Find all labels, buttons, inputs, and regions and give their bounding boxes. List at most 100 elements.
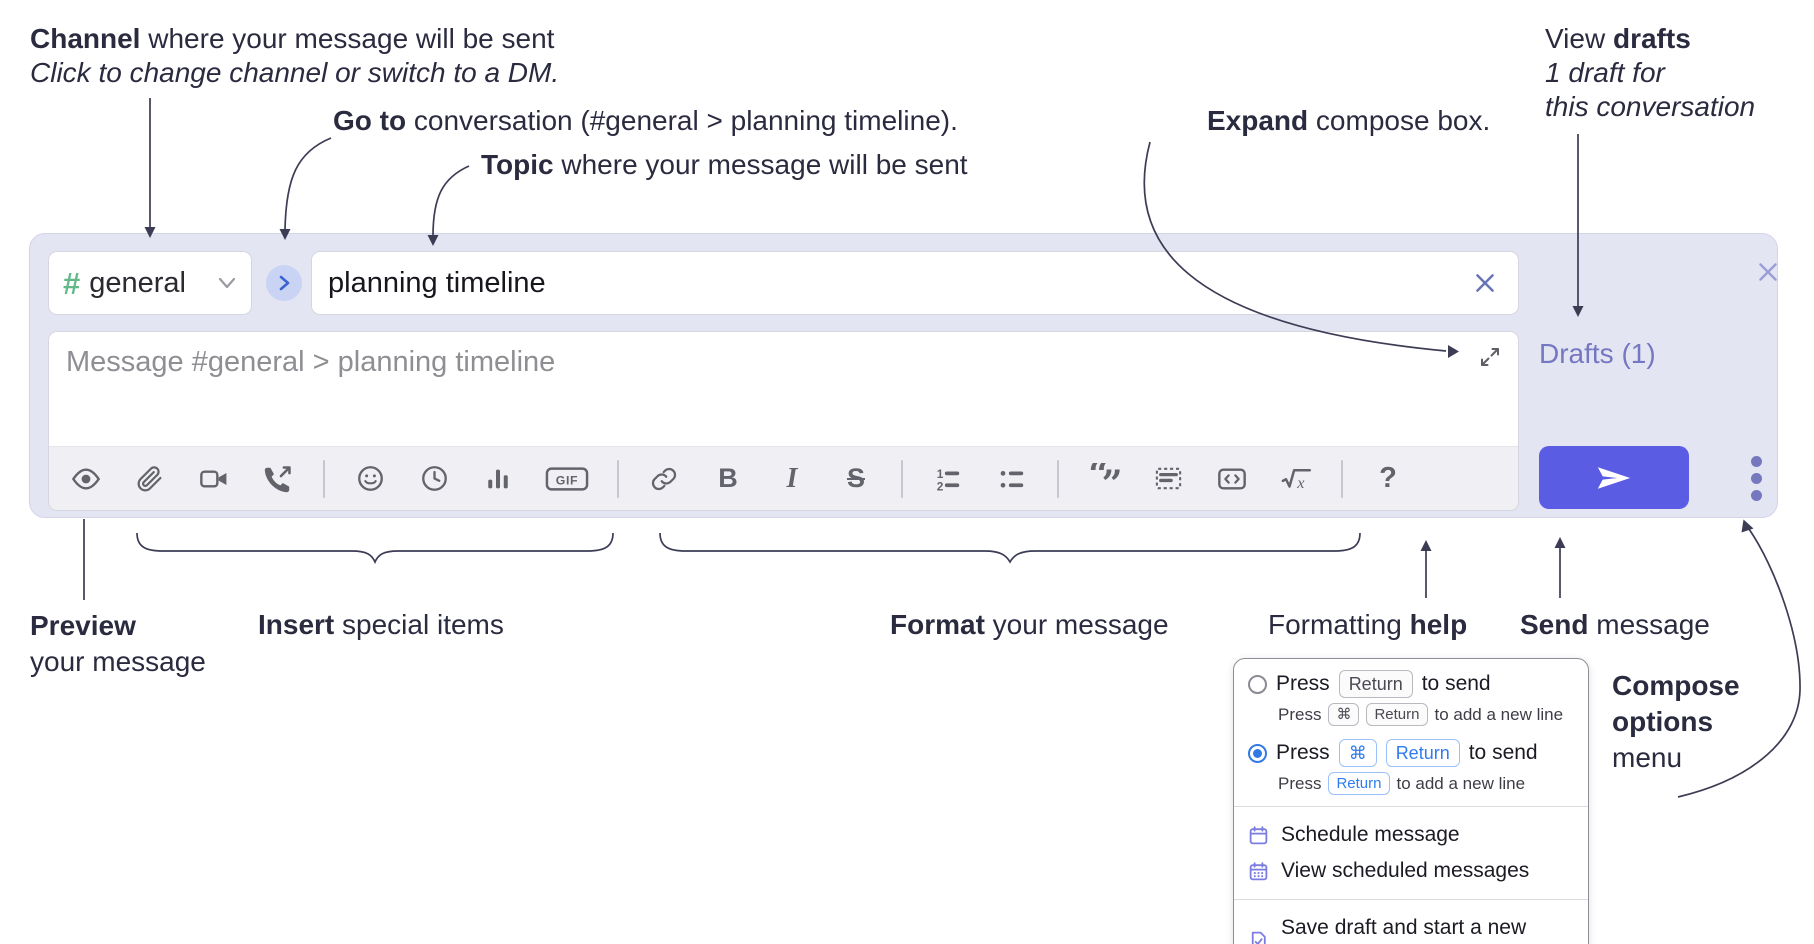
svg-text:2: 2: [937, 479, 944, 493]
annotation-channel: Channel where your message will be sent …: [30, 22, 559, 90]
compose-options-menu: Press Return to send Press ⌘ Return to a…: [1233, 658, 1589, 944]
expand-compose-button[interactable]: [1476, 343, 1504, 371]
poll-button[interactable]: [479, 456, 517, 502]
annotation-send: Send message: [1520, 609, 1710, 640]
math-button[interactable]: x: [1277, 456, 1315, 502]
svg-text:GIF: GIF: [556, 473, 578, 487]
send-shortcut-option-enter[interactable]: Press Return to send: [1248, 670, 1574, 698]
gif-icon: GIF: [545, 466, 589, 491]
smiley-icon: [357, 466, 383, 491]
svg-text:“: “: [1088, 463, 1109, 495]
kbd-return: Return: [1328, 772, 1390, 795]
ellipsis-dot: [1750, 472, 1762, 484]
annotation-insert: Insert special items: [258, 609, 504, 640]
send-shortcut-option-enter-sub: Press ⌘ Return to add a new line: [1278, 703, 1574, 726]
connector-topic: [432, 165, 470, 237]
code-button[interactable]: [1213, 456, 1251, 502]
brace-insert: [136, 532, 614, 565]
annotation-preview: Preview your message: [30, 610, 206, 677]
menu-item-save-draft[interactable]: Save draft and start a new message: [1248, 911, 1574, 944]
send-shortcut-option-cmd-enter-sub: Press Return to add a new line: [1278, 772, 1574, 795]
annotation-view-drafts: View drafts 1 draft for this conversatio…: [1545, 23, 1756, 122]
menu-divider: [1234, 899, 1588, 900]
math-sqrt-icon: x: [1281, 468, 1311, 491]
strikethrough-icon: S: [846, 463, 865, 493]
chevron-down-icon: [218, 277, 236, 289]
phone-call-icon: [264, 465, 291, 492]
radio-unselected[interactable]: [1248, 674, 1267, 694]
annotation-topic: Topic where your message will be sent: [481, 149, 968, 180]
bulleted-list-button[interactable]: [993, 456, 1031, 502]
svg-text:x: x: [1296, 473, 1305, 491]
calendar-grid-icon: [1249, 861, 1268, 880]
link-icon: [651, 467, 677, 490]
menu-item-view-scheduled[interactable]: View scheduled messages: [1248, 854, 1574, 888]
eye-icon: [71, 467, 101, 490]
close-compose-button[interactable]: [1753, 257, 1783, 287]
message-input[interactable]: [49, 332, 1518, 446]
question-mark-icon: ?: [1379, 462, 1397, 494]
ellipsis-dot: [1750, 455, 1762, 467]
draft-check-icon: [1251, 931, 1266, 944]
gif-button[interactable]: GIF: [543, 456, 591, 502]
expand-diagonal-icon: [1481, 348, 1499, 366]
channel-selector[interactable]: # general: [48, 251, 252, 315]
send-shortcut-option-cmd-enter[interactable]: Press ⌘ Return to send: [1248, 739, 1574, 767]
attach-file-button[interactable]: [131, 456, 169, 502]
send-icon: [1597, 466, 1631, 489]
radio-selected[interactable]: [1248, 743, 1267, 763]
spoiler-button[interactable]: [1149, 456, 1187, 502]
brace-format: [659, 532, 1361, 564]
compose-box: # general: [29, 233, 1778, 518]
send-button[interactable]: [1539, 446, 1689, 509]
menu-item-schedule-message[interactable]: Schedule message: [1248, 818, 1574, 852]
kbd-return: Return: [1338, 670, 1413, 698]
goto-conversation-button[interactable]: [266, 265, 302, 301]
formatting-help-button[interactable]: ?: [1369, 456, 1407, 502]
code-icon: [1218, 467, 1246, 490]
paperclip-icon: [137, 465, 162, 491]
annotation-goto: Go to conversation (#general > planning …: [333, 105, 958, 136]
kbd-return: Return: [1366, 703, 1428, 726]
quote-icon: “ ”: [1088, 463, 1121, 495]
preview-button[interactable]: [67, 456, 105, 502]
message-area: GIF B I: [48, 331, 1519, 511]
connector-goto: [284, 137, 332, 231]
calendar-icon: [1249, 825, 1268, 844]
quote-button[interactable]: “ ”: [1085, 456, 1123, 502]
toolbar-divider: [1057, 459, 1059, 498]
toolbar-divider: [617, 459, 619, 498]
ellipsis-dot: [1750, 489, 1762, 501]
italic-button[interactable]: I: [773, 456, 811, 502]
schedule-time-button[interactable]: [415, 456, 453, 502]
kbd-cmd: ⌘: [1328, 703, 1360, 726]
bulleted-list-icon: [1000, 470, 1024, 488]
numbered-list-button[interactable]: 1 2: [929, 456, 967, 502]
annotation-compose-options: Compose options menu: [1612, 670, 1740, 773]
spoiler-icon: [1155, 467, 1181, 490]
annotation-channel-bold: Channel: [30, 23, 141, 54]
video-call-button[interactable]: [195, 456, 233, 502]
clock-icon: [421, 466, 447, 491]
topic-input[interactable]: [328, 266, 1468, 300]
toolbar-divider: [901, 459, 903, 498]
audio-call-button[interactable]: [259, 456, 297, 502]
compose-options-button[interactable]: [1734, 448, 1778, 508]
topic-box: [311, 251, 1519, 315]
svg-text:1: 1: [937, 466, 944, 480]
bold-button[interactable]: B: [709, 456, 747, 502]
drafts-link[interactable]: Drafts (1): [1539, 338, 1656, 369]
chevron-right-icon: [279, 275, 290, 291]
emoji-button[interactable]: [351, 456, 389, 502]
kbd-cmd: ⌘: [1338, 739, 1377, 767]
message-input-region: [49, 332, 1518, 446]
close-icon: [1759, 263, 1777, 281]
clear-topic-button[interactable]: [1468, 266, 1502, 300]
bold-icon: B: [718, 463, 738, 493]
compose-toolbar: GIF B I: [49, 446, 1518, 510]
strikethrough-button[interactable]: S: [837, 456, 875, 502]
toolbar-divider: [323, 459, 325, 498]
kbd-return: Return: [1385, 739, 1460, 767]
link-button[interactable]: [645, 456, 683, 502]
